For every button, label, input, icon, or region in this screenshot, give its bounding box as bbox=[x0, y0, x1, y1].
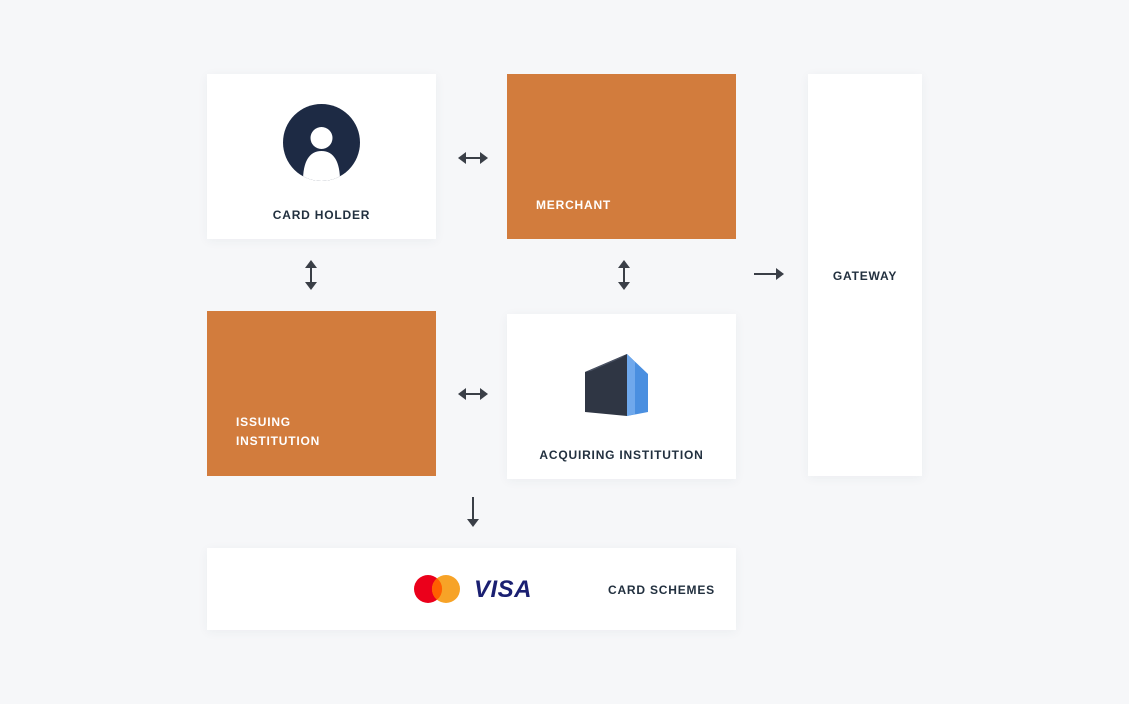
gateway-node: GATEWAY bbox=[808, 74, 922, 476]
visa-logo: VISA bbox=[474, 576, 533, 603]
arrow-down-icon bbox=[467, 497, 479, 527]
building-icon bbox=[585, 354, 648, 416]
issuing-institution-node: ISSUING INSTITUTION bbox=[207, 311, 436, 476]
double-arrow-vertical-icon bbox=[618, 260, 630, 290]
card-schemes-label: CARD SCHEMES bbox=[608, 583, 715, 597]
double-arrow-horizontal-icon bbox=[458, 152, 488, 164]
mastercard-logo bbox=[414, 575, 460, 603]
issuing-institution-label-line2: INSTITUTION bbox=[236, 434, 321, 448]
user-avatar-icon bbox=[283, 104, 360, 181]
arrow-right-icon bbox=[754, 268, 784, 280]
double-arrow-horizontal-icon bbox=[458, 388, 488, 400]
card-schemes-node: VISA CARD SCHEMES bbox=[207, 548, 736, 630]
card-holder-label: CARD HOLDER bbox=[272, 208, 371, 222]
gateway-label: GATEWAY bbox=[832, 269, 898, 283]
issuing-institution-label-line1: ISSUING bbox=[236, 415, 291, 429]
acquiring-institution-label: ACQUIRING INSTITUTION bbox=[539, 448, 704, 462]
double-arrow-vertical-icon bbox=[305, 260, 317, 290]
merchant-node: MERCHANT bbox=[507, 74, 736, 239]
card-holder-node: CARD HOLDER bbox=[207, 74, 436, 239]
acquiring-institution-node: ACQUIRING INSTITUTION bbox=[507, 314, 736, 479]
merchant-label: MERCHANT bbox=[536, 198, 612, 212]
